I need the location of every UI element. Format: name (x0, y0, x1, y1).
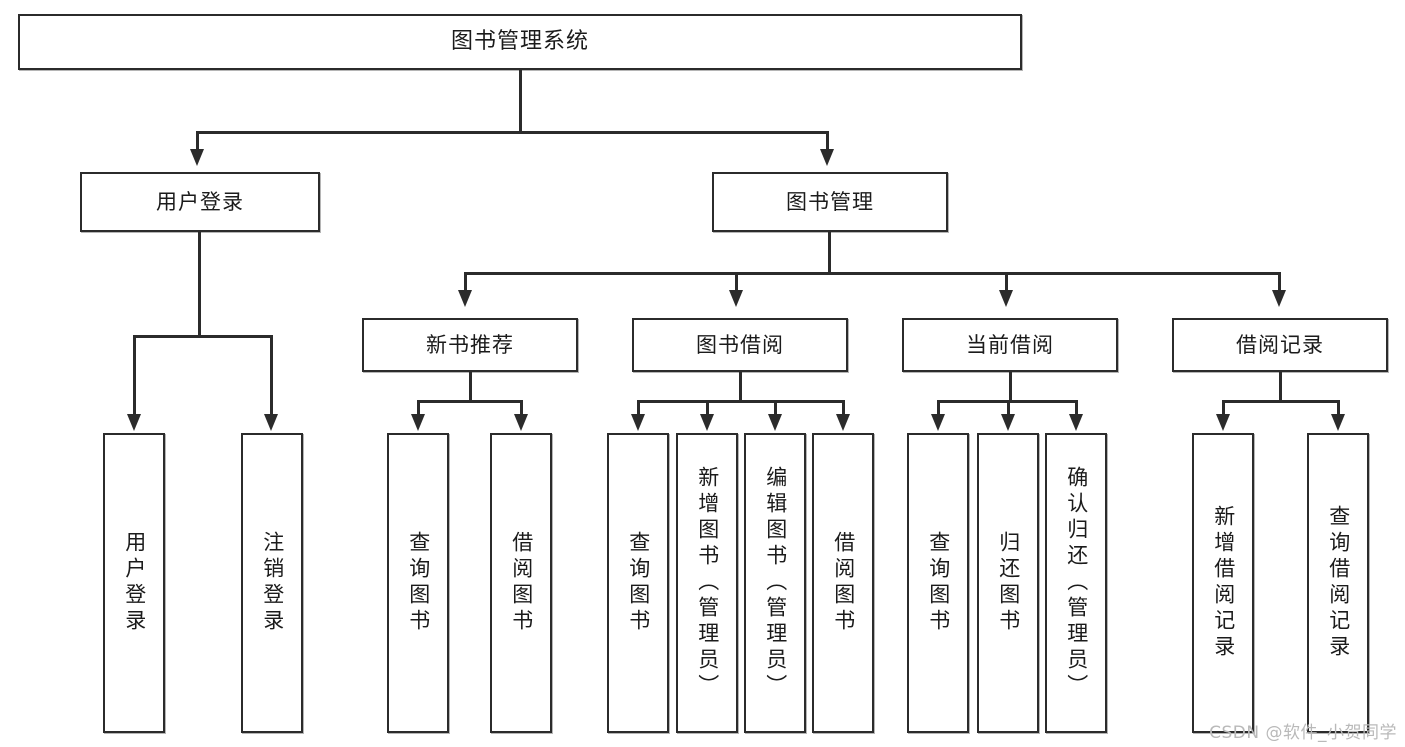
node-label: 查询图书 (926, 531, 951, 635)
arrowhead-record-leaf-2 (1331, 414, 1345, 431)
leaf-borrow-book[interactable]: 借阅图书 (812, 433, 874, 733)
leaf-logout[interactable]: 注销登录 (241, 433, 303, 733)
arrowhead-login-leaf-1 (127, 414, 141, 431)
arrowhead-borrow-leaf-4 (836, 414, 850, 431)
arrowhead-bookmgmt-child-1 (458, 290, 472, 307)
edge-root-to-login-drop (196, 131, 199, 151)
leaf-borrow-book-recommend[interactable]: 借阅图书 (490, 433, 552, 733)
node-label: 当前借阅 (966, 332, 1054, 357)
arrowhead-current-leaf-2 (1001, 414, 1015, 431)
edge-current-drop-3 (1075, 400, 1078, 416)
edge-root-stem (519, 70, 522, 132)
edge-borrow-drop-4 (842, 400, 845, 416)
node-user-login[interactable]: 用户登录 (80, 172, 320, 232)
arrowhead-bookmgmt-child-3 (999, 290, 1013, 307)
node-label: 确认归还（管理员） (1064, 466, 1089, 700)
edge-current-stem (1009, 372, 1012, 402)
edge-borrow-drop-2 (706, 400, 709, 416)
node-label: 借阅图书 (509, 531, 534, 635)
leaf-query-book-recommend[interactable]: 查询图书 (387, 433, 449, 733)
edge-borrow-drop-3 (774, 400, 777, 416)
edge-recommend-drop-1 (417, 400, 420, 416)
node-borrow-record[interactable]: 借阅记录 (1172, 318, 1388, 372)
edge-record-bus (1222, 400, 1339, 403)
edge-bookmgmt-stem (828, 232, 831, 274)
arrowhead-recommend-leaf-2 (514, 414, 528, 431)
node-label: 借阅图书 (831, 531, 856, 635)
leaf-return-book[interactable]: 归还图书 (977, 433, 1039, 733)
leaf-add-borrow-record[interactable]: 新增借阅记录 (1192, 433, 1254, 733)
edge-login-drop-2 (270, 335, 273, 417)
arrowhead-current-leaf-1 (931, 414, 945, 431)
node-new-book-recommend[interactable]: 新书推荐 (362, 318, 578, 372)
node-current-borrow[interactable]: 当前借阅 (902, 318, 1118, 372)
leaf-query-book-borrow[interactable]: 查询图书 (607, 433, 669, 733)
edge-login-bus (133, 335, 272, 338)
node-label: 新书推荐 (426, 332, 514, 357)
arrowhead-borrow-leaf-2 (700, 414, 714, 431)
node-label: 查询图书 (406, 531, 431, 635)
leaf-user-login[interactable]: 用户登录 (103, 433, 165, 733)
node-label: 注销登录 (260, 531, 285, 635)
edge-record-stem (1279, 372, 1282, 402)
edge-recommend-stem (469, 372, 472, 402)
node-label: 新增图书（管理员） (695, 466, 720, 700)
csdn-watermark: CSDN @软件_小贺同学 (1209, 723, 1397, 743)
node-label: 借阅记录 (1236, 332, 1324, 357)
arrowhead-bookmgmt-child-4 (1272, 290, 1286, 307)
node-label: 用户登录 (156, 189, 244, 214)
leaf-query-borrow-record[interactable]: 查询借阅记录 (1307, 433, 1369, 733)
arrowhead-bookmgmt-child-2 (729, 290, 743, 307)
node-root-system[interactable]: 图书管理系统 (18, 14, 1022, 70)
node-label: 新增借阅记录 (1211, 505, 1236, 661)
node-label: 查询图书 (626, 531, 651, 635)
node-label: 查询借阅记录 (1326, 505, 1351, 661)
node-label: 用户登录 (122, 531, 147, 635)
leaf-add-book-admin[interactable]: 新增图书（管理员） (676, 433, 738, 733)
node-label: 图书管理系统 (450, 29, 589, 55)
edge-record-drop-2 (1337, 400, 1340, 416)
edge-record-drop-1 (1222, 400, 1225, 416)
node-label: 图书管理 (786, 189, 874, 214)
leaf-query-book-current[interactable]: 查询图书 (907, 433, 969, 733)
edge-root-bus (196, 131, 828, 134)
edge-bookmgmt-drop-2 (735, 272, 738, 292)
arrowhead-login-leaf-2 (264, 414, 278, 431)
leaf-confirm-return-admin[interactable]: 确认归还（管理员） (1045, 433, 1107, 733)
arrowhead-current-leaf-3 (1069, 414, 1083, 431)
edge-recommend-bus (417, 400, 522, 403)
node-book-borrow[interactable]: 图书借阅 (632, 318, 848, 372)
edge-root-to-bookmgmt-drop (826, 131, 829, 151)
arrowhead-borrow-leaf-1 (631, 414, 645, 431)
node-book-management[interactable]: 图书管理 (712, 172, 948, 232)
edge-borrow-bus (637, 400, 844, 403)
edge-borrow-stem (739, 372, 742, 402)
edge-bookmgmt-drop-1 (464, 272, 467, 292)
arrowhead-root-to-bookmgmt (820, 149, 834, 166)
edge-current-drop-1 (937, 400, 940, 416)
node-label: 编辑图书（管理员） (763, 466, 788, 700)
arrowhead-record-leaf-1 (1216, 414, 1230, 431)
edge-bookmgmt-bus (464, 272, 1280, 275)
edge-login-drop-1 (133, 335, 136, 417)
edge-recommend-drop-2 (520, 400, 523, 416)
edge-borrow-drop-1 (637, 400, 640, 416)
edge-current-drop-2 (1007, 400, 1010, 416)
leaf-edit-book-admin[interactable]: 编辑图书（管理员） (744, 433, 806, 733)
arrowhead-borrow-leaf-3 (768, 414, 782, 431)
arrowhead-root-to-login (190, 149, 204, 166)
edge-bookmgmt-drop-3 (1005, 272, 1008, 292)
node-label: 归还图书 (996, 531, 1021, 635)
edge-login-stem (198, 232, 201, 336)
node-label: 图书借阅 (696, 332, 784, 357)
arrowhead-recommend-leaf-1 (411, 414, 425, 431)
edge-bookmgmt-drop-4 (1278, 272, 1281, 292)
